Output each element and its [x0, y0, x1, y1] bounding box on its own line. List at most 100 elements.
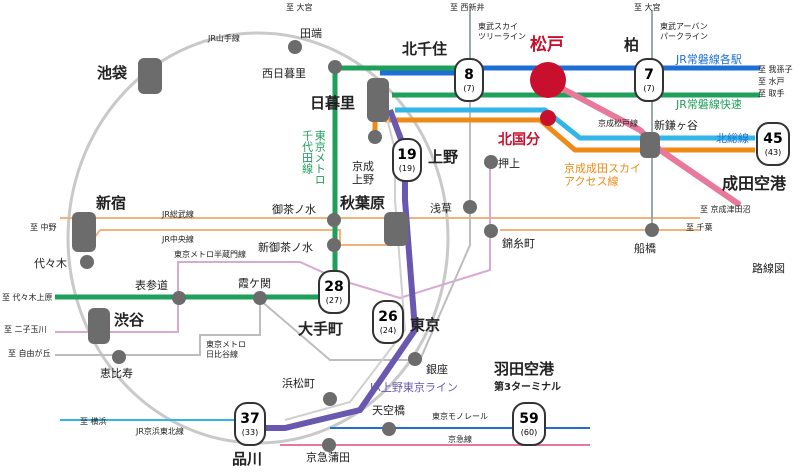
time-box-ueno: 19(19)	[392, 138, 422, 182]
station-marker-shibuya	[88, 308, 110, 344]
label-ikebukuro: 池袋	[97, 64, 128, 82]
hanzomon-line	[55, 162, 491, 333]
time-shinagawa-main: 37	[240, 411, 260, 427]
line-label-hokuso: 北総線	[716, 132, 749, 145]
time-kashiwa-main: 7	[644, 67, 654, 83]
label-shinochanomizu: 新御茶ノ水	[258, 241, 313, 254]
station-dot-ochanomizu	[327, 213, 341, 227]
line-label-chiyoda: 東京メトロ 千代田線	[300, 130, 327, 185]
line-label-tobu-skytree: 東武スカイ ツリーライン	[478, 22, 526, 41]
label-tokyo: 東京	[410, 316, 441, 334]
station-dot-tabata	[288, 40, 302, 54]
line-label-joban-rapid: JR常磐線快速	[676, 98, 742, 111]
station-dot-kasumigaseki	[253, 291, 267, 305]
label-omotesando: 表参道	[135, 279, 168, 292]
station-dot-kitakogane	[540, 110, 556, 126]
line-label-hibiya: 東京メトロ 日比谷線	[206, 340, 246, 359]
station-dot-keikyukamata	[322, 438, 336, 452]
hokuso-line	[395, 107, 755, 141]
label-keiseiueno: 京成 上野	[352, 160, 374, 187]
time-kitasenju-main: 8	[464, 67, 474, 83]
dest-yokohama: 至 横浜	[80, 417, 107, 426]
time-kashiwa-sub: (7)	[643, 84, 655, 93]
label-shinkamagaya: 新鎌ヶ谷	[654, 119, 698, 132]
label-hamamatsucho: 浜松町	[282, 377, 315, 390]
dest-chiba: 至 千葉	[686, 223, 713, 232]
dest-futako: 至 二子玉川	[4, 325, 47, 334]
line-label-joban-local: JR常磐線各駅	[676, 53, 742, 66]
time-box-narita: 45(43)	[756, 122, 790, 166]
station-dot-funabashi	[645, 223, 659, 237]
station-dot-ebisu	[112, 350, 126, 364]
line-label-chuo: JR中央線	[162, 235, 194, 244]
dest-yoyogi-uehara: 至 代々木上原	[2, 293, 53, 302]
line-label-hanzomon: 東京メトロ半蔵門線	[174, 250, 246, 259]
time-shinagawa-sub: (33)	[241, 428, 259, 437]
dest-keisei-tsudanuma: 至 京成津田沼	[700, 205, 751, 214]
station-dot-kinshicho	[484, 224, 498, 238]
time-tokyo-main: 26	[378, 309, 398, 325]
label-kinshicho: 錦糸町	[502, 237, 535, 250]
time-box-kitasenju: 8(7)	[454, 58, 484, 102]
time-narita-main: 45	[763, 131, 783, 147]
station-marker-kashiwa-bar	[640, 132, 660, 158]
station-marker-shinjuku	[72, 212, 96, 252]
dest-nakano: 至 中野	[30, 223, 57, 232]
label-kitasenju: 北千住	[402, 40, 448, 58]
time-tokyo-sub: (24)	[379, 326, 397, 335]
station-marker-ikebukuro	[138, 58, 162, 94]
time-box-shinagawa: 37(33)	[234, 402, 266, 446]
line-label-keihin: JR京浜東北線	[136, 427, 184, 436]
map-title: 路線図	[752, 262, 785, 275]
label-nishinippori: 西日暮里	[262, 67, 306, 80]
line-label-tobu-urban: 東武アーバン パークライン	[660, 22, 708, 41]
label-narita: 成田空港	[722, 174, 787, 193]
time-otemachi-sub: (27)	[325, 296, 343, 305]
label-shibuya: 渋谷	[114, 311, 145, 329]
time-narita-sub: (43)	[764, 148, 782, 157]
time-ueno-main: 19	[397, 147, 417, 163]
dest-omiya-right: 至 大宮	[634, 3, 661, 12]
station-dot-omotesando	[172, 291, 186, 305]
label-funabashi: 船橋	[634, 242, 656, 255]
line-label-keikyu: 京急線	[448, 435, 472, 444]
station-dot-tennozu	[382, 422, 396, 436]
line-label-keisei-access: 京成成田スカイ アクセス線	[564, 162, 641, 189]
station-dot-yoyogi	[80, 255, 94, 269]
label-ginza: 銀座	[426, 363, 448, 376]
station-dot-asakusa	[463, 200, 477, 214]
time-kitasenju-sub: (7)	[463, 84, 475, 93]
label-akihabara: 秋葉原	[340, 194, 386, 212]
time-otemachi-main: 28	[324, 279, 344, 295]
label-nippori: 日暮里	[310, 94, 356, 112]
time-ueno-sub: (19)	[398, 164, 416, 173]
label-ueno: 上野	[428, 148, 459, 166]
label-keikyukamata: 京急蒲田	[306, 451, 350, 464]
station-dot-nishinippori	[328, 60, 342, 74]
label-shinjuku: 新宿	[96, 194, 127, 212]
line-label-monorail: 東京モノレール	[432, 412, 488, 421]
station-dot-ginza	[408, 352, 422, 366]
dest-nishiarai: 至 西新井	[450, 3, 485, 12]
time-haneda-sub: (60)	[520, 428, 538, 437]
dest-toride: 至 取手	[758, 89, 785, 98]
dest-jiyugaoka: 至 自由が丘	[8, 349, 51, 358]
time-box-haneda: 59(60)	[512, 402, 546, 446]
label-tennozu: 天空橋	[372, 404, 405, 417]
time-box-tokyo: 26(24)	[372, 300, 404, 344]
label-oshiage: 押上	[498, 157, 520, 170]
time-box-kashiwa: 7(7)	[634, 58, 664, 102]
label-matsudo: 松戸	[530, 35, 564, 55]
label-otemachi: 大手町	[298, 320, 344, 338]
time-box-otemachi: 28(27)	[318, 270, 350, 314]
line-label-ueno-tokyo: JR上野東京ライン	[370, 381, 458, 394]
time-haneda-main: 59	[519, 411, 539, 427]
label-haneda: 羽田空港	[494, 360, 555, 378]
dest-mito: 至 水戸	[758, 77, 785, 86]
dest-omiya-top: 至 大宮	[286, 3, 313, 12]
label-shinagawa: 品川	[232, 450, 263, 468]
station-dot-keiseiueno	[368, 130, 382, 144]
label-haneda-sub: 第3ターミナル	[494, 382, 561, 393]
label-kashiwa: 柏	[624, 36, 640, 54]
station-marker-nippori	[367, 78, 389, 122]
